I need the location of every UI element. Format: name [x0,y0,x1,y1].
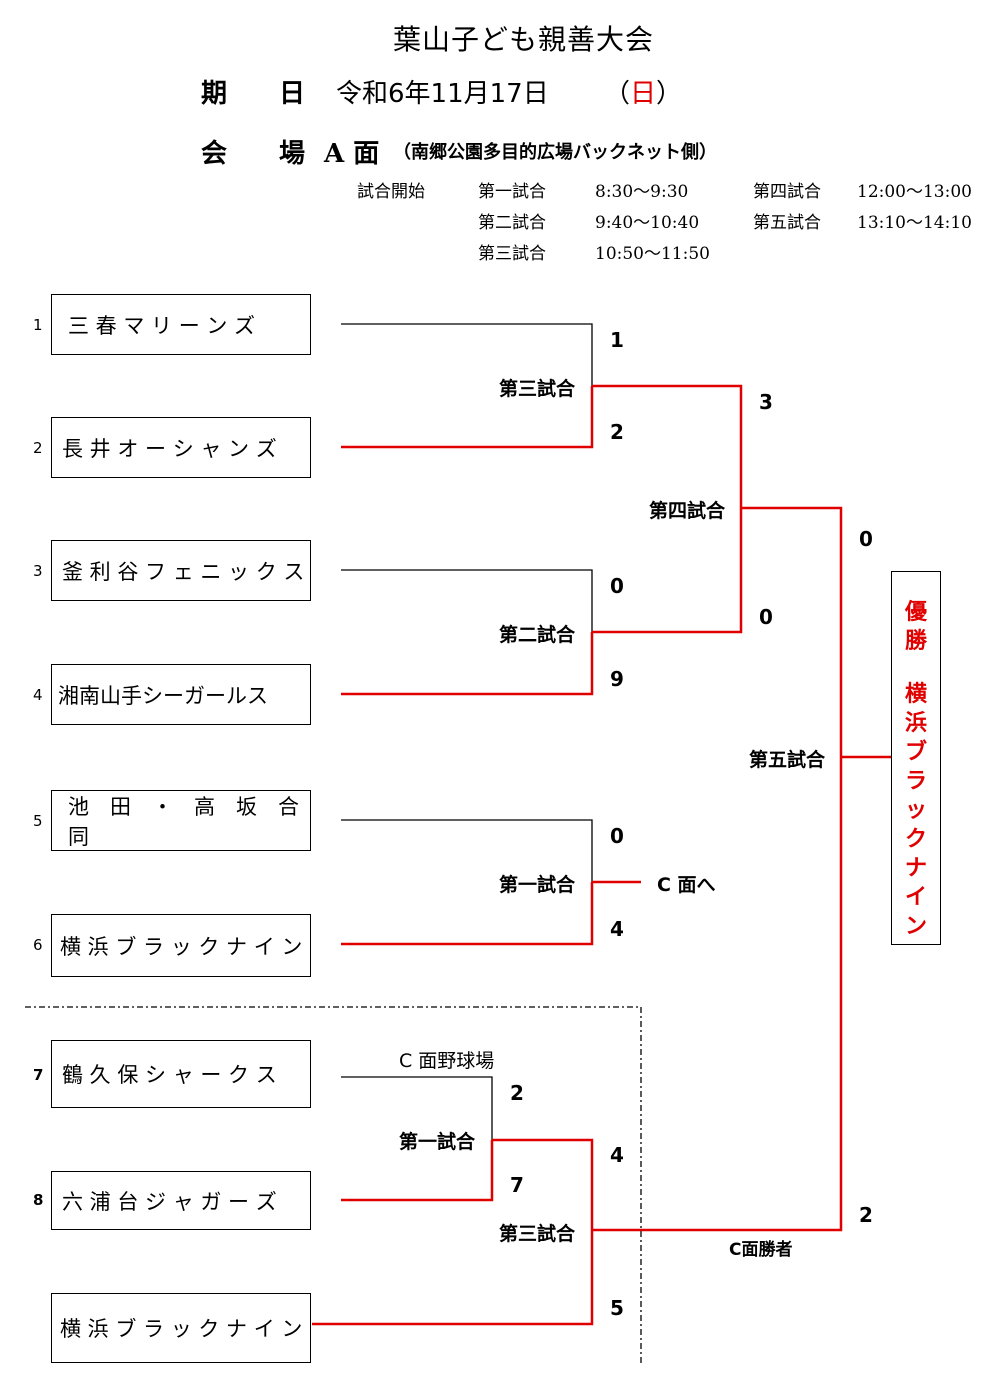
weekday: 日 [630,79,657,109]
schedule-name-1: 第一試合 [478,182,546,202]
seed-1: 1 [33,316,43,334]
score-a3-top: 1 [610,328,624,352]
line-team5 [341,819,593,882]
line-team9 [312,1230,594,1326]
score-a1-bottom: 4 [610,917,624,941]
score-a5-bottom: 2 [859,1203,873,1227]
seed-5: 5 [33,812,43,830]
seed-3: 3 [33,562,43,580]
score-a2-bottom: 9 [610,667,624,691]
team-box-8: 六 浦 台 ジ ャ ガ ー ズ [51,1171,311,1230]
match-label-c3: 第三試合 [499,1223,576,1245]
team-name: 釜 利 谷 フ ェ ニ ッ ク ス [62,559,305,584]
score-c3-bottom: 5 [610,1296,624,1320]
venue-value: A 面 [324,139,380,169]
line-a3-winner [592,384,743,508]
schedule-time-3: 10:50～11:50 [595,244,710,264]
line-a4-winner [741,506,843,757]
team-name: 鶴 久 保 シ ャ ー ク ス [62,1063,277,1087]
c-winner-note: C面勝者 [729,1240,793,1260]
team-box-3: 釜 利 谷 フ ェ ニ ッ ク ス [51,540,311,601]
match-label-a1: 第一試合 [499,874,576,896]
line-c3-winner [592,757,843,1232]
schedule-name-4: 第四試合 [753,182,821,202]
champion-box: 優勝 横浜ブラックナイン [891,571,941,945]
schedule-time-5: 13:10～14:10 [857,213,972,233]
score-a2-top: 0 [610,574,624,598]
team-name: 六 浦 台 ジ ャ ガ ー ズ [62,1189,277,1214]
line-c1-winner [492,1138,594,1230]
team-box-5: 池 田 ・ 高 坂 合 同 [51,790,320,851]
page-title: 葉山子ども親善大会 [393,23,655,56]
schedule-name-2: 第二試合 [478,213,546,233]
score-a5-top: 0 [859,527,873,551]
schedule-time-2: 9:40～10:40 [595,213,700,233]
seed-6: 6 [33,936,43,954]
weekday-close: ） [656,79,683,109]
schedule-start-label: 試合開始 [357,182,425,202]
match-label-a3: 第三試合 [499,378,576,400]
score-c1-bottom: 7 [510,1173,524,1197]
venue-label: 会 場 [201,139,306,169]
score-a4-top: 3 [759,390,773,414]
team-box-7: 鶴 久 保 シ ャ ー ク ス [51,1040,311,1108]
match-label-a4: 第四試合 [649,500,726,522]
line-team6 [341,882,594,946]
team-name: 横 浜 ブ ラ ッ ク ナ イ ン [60,1317,303,1341]
team-name: 横 浜 ブ ラ ッ ク ナ イ ン [60,934,303,959]
schedule-name-3: 第三試合 [478,244,546,264]
champion-name: 横浜ブラックナイン [892,680,940,941]
seed-7: 7 [33,1066,44,1084]
line-team3 [341,569,593,632]
champion-name-text: 横浜ブラックナイン [904,682,927,939]
date-value: 令和6年11月17日 [336,79,549,109]
weekday-open: （ [604,79,631,109]
team-name: 池 田 ・ 高 坂 合 同 [68,794,320,849]
score-a1-top: 0 [610,824,624,848]
team-box-4: 湘南山手シーガールス [51,664,311,725]
team-box-6: 横 浜 ブ ラ ッ ク ナ イ ン [51,914,311,977]
champion-title-text: 優勝 [904,600,927,654]
match-label-c1: 第一試合 [399,1131,476,1153]
c-field-note: C 面野球場 [399,1050,495,1072]
team-box-1: 三 春 マ リ ー ン ズ [51,294,311,355]
line-team8 [341,1140,494,1202]
schedule-time-1: 8:30～9:30 [595,182,689,202]
line-team2 [341,386,594,449]
score-a3-bottom: 2 [610,420,624,444]
schedule-name-5: 第五試合 [753,213,821,233]
team-box-2: 長 井 オ ー シ ャ ン ズ [51,417,311,478]
schedule-time-4: 12:00～13:00 [857,182,972,202]
date-label: 期 日 [201,79,306,109]
match-label-a5: 第五試合 [749,749,826,771]
match-label-a2: 第二試合 [499,624,576,646]
team-name: 湘南山手シーガールス [58,683,268,708]
to-c-field-note: C 面へ [657,874,716,896]
line-a2-out [592,508,743,634]
line-team7 [341,1076,493,1140]
seed-2: 2 [33,439,43,457]
venue-note: （南郷公園多目的広場バックネット側） [393,142,717,163]
seed-4: 4 [33,686,43,704]
team-name: 長 井 オ ー シ ャ ン ズ [62,436,277,461]
team-box-9: 横 浜 ブ ラ ッ ク ナ イ ン [51,1293,311,1363]
seed-8: 8 [33,1191,44,1209]
score-a4-bottom: 0 [759,605,773,629]
champion-title: 優勝 [892,598,940,656]
score-c3-top: 4 [610,1143,624,1167]
team-name: 三 春 マ リ ー ン ズ [68,313,256,338]
line-team1 [341,323,593,386]
score-c1-top: 2 [510,1081,524,1105]
line-team4 [341,632,594,696]
